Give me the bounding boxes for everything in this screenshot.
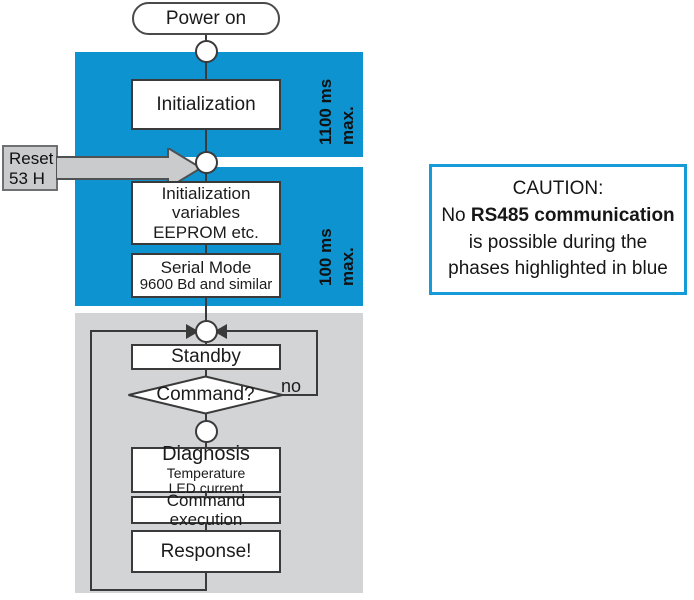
node-init-vars-line2: variables (171, 203, 241, 223)
timing-max-text-2: max. (338, 247, 357, 286)
line-initialization-to-conn2 (205, 129, 207, 152)
node-power-on-label: Power on (165, 7, 247, 29)
node-command-execution[interactable]: Command execution (131, 491, 281, 529)
connector-circle-after-initialization (195, 151, 218, 174)
caution-line-3: is possible during the (468, 231, 648, 253)
no-branch-top-segment (221, 330, 317, 332)
line-conn2-to-init-vars (205, 173, 207, 182)
decision-diamond-shape (128, 375, 283, 415)
line-response-to-return (205, 572, 207, 591)
node-response[interactable]: Response! (131, 530, 281, 573)
node-initialization-variables[interactable]: Initialization variables EEPROM etc. (131, 181, 281, 245)
node-response-label: Response! (160, 540, 252, 562)
node-initialization-label: Initialization (156, 93, 256, 115)
line-conn4-to-diagnosis (205, 442, 207, 448)
node-standby[interactable]: Standby (131, 344, 281, 370)
node-diagnosis-line2: Temperature (166, 464, 246, 481)
node-serial-mode[interactable]: Serial Mode 9600 Bd and similar (131, 253, 281, 298)
node-init-vars-line3: EEPROM etc. (153, 222, 259, 242)
caution-line-2: No RS485 communication (441, 203, 674, 230)
timing-100ms-text: 100 ms (316, 228, 335, 286)
line-decision-to-conn4 (205, 413, 207, 421)
loopback-left-segment (90, 330, 92, 591)
line-start-to-conn1 (205, 33, 207, 43)
reset-input-box[interactable]: Reset 53 H (2, 145, 58, 191)
caution-line-4: phases highlighted in blue (448, 258, 668, 280)
reset-label-line2: 53 H (9, 169, 45, 189)
timing-max-text-1: max. (338, 106, 357, 145)
line-standby-to-decision (205, 369, 207, 377)
line-serial-to-conn3 (205, 297, 207, 321)
branch-label-no: no (281, 376, 302, 396)
no-branch-horizontal-from-decision (281, 394, 318, 396)
reset-block-arrow (56, 148, 202, 190)
node-diagnosis[interactable]: Diagnosis Temperature LED current (131, 443, 281, 496)
node-power-on[interactable]: Power on (132, 2, 280, 35)
timing-label-phase-2-line2: max. (338, 247, 358, 286)
caution-line-2-prefix: No (441, 204, 471, 226)
timing-label-phase-2-line1: 100 ms (316, 228, 336, 286)
node-serial-mode-line1: Serial Mode (160, 257, 252, 277)
node-init-vars-line1: Initialization (161, 184, 251, 204)
caution-box: CAUTION: No RS485 communication is possi… (429, 164, 687, 295)
no-branch-vertical (316, 330, 318, 395)
loopback-bottom-segment (90, 589, 207, 591)
node-diagnosis-line1: Diagnosis (162, 443, 250, 466)
node-command-execution-label: Command execution (166, 490, 246, 529)
reset-label-line1: Reset (9, 149, 54, 168)
timing-label-phase-1-line2: max. (338, 106, 358, 145)
timing-label-phase-1-line1: 1100 ms (316, 79, 336, 145)
line-command-exec-to-response (205, 524, 207, 530)
node-initialization[interactable]: Initialization (131, 79, 281, 130)
loopback-arrowhead-left (186, 324, 199, 339)
caution-line-1: CAUTION: (512, 177, 604, 199)
node-serial-mode-line2: 9600 Bd and similar (139, 275, 273, 293)
node-standby-label: Standby (171, 346, 241, 368)
line-init-vars-to-serial (205, 244, 207, 254)
connector-circle-after-power-on (195, 40, 218, 63)
node-diagnosis-line3: LED current (168, 480, 244, 497)
timing-1100ms-text: 1100 ms (316, 78, 335, 145)
node-decision-label: Command? (156, 384, 255, 405)
line-conn1-to-initialization (205, 61, 207, 80)
connector-circle-loop-entry (195, 320, 218, 343)
caution-line-2-bold: RS485 communication (470, 204, 675, 226)
no-branch-arrowhead-right (214, 324, 227, 339)
loopback-top-segment (90, 330, 193, 332)
node-decision-command[interactable]: Command? (127, 375, 284, 415)
connector-circle-after-decision (195, 420, 218, 443)
line-diagnosis-to-command-exec (205, 492, 207, 496)
